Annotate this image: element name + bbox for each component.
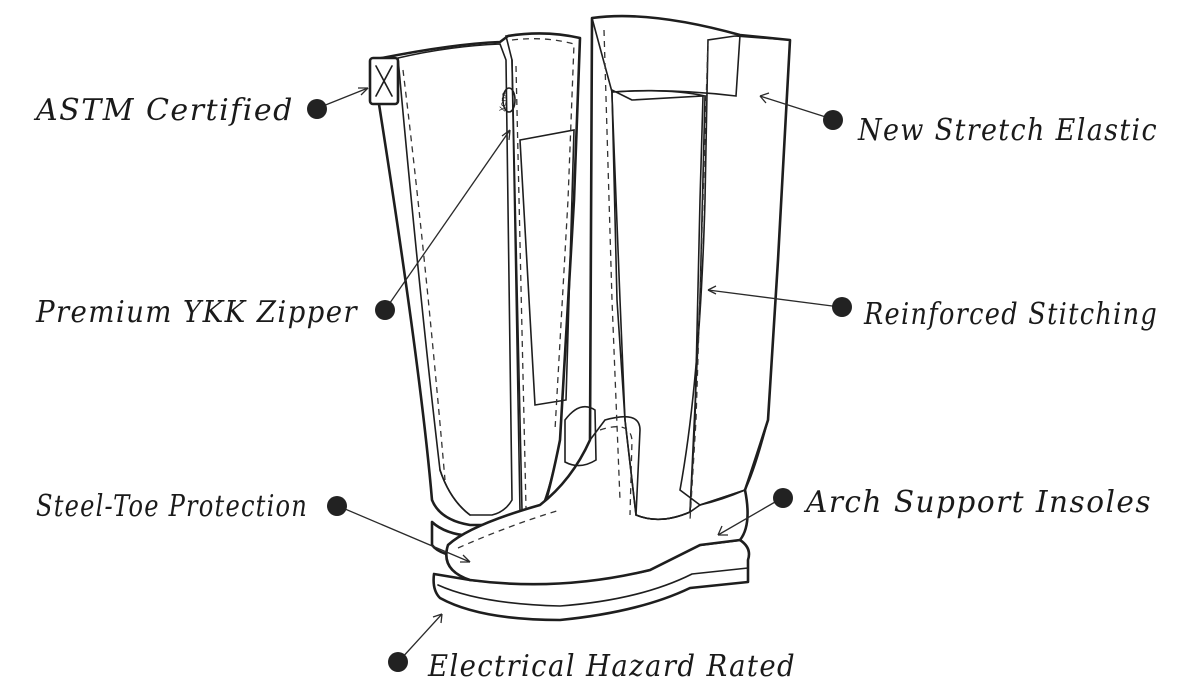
callout-dot-electrical <box>388 652 408 672</box>
arrow-heads <box>358 87 770 624</box>
callout-dot-arch <box>773 488 793 508</box>
label-reinforced-stitching: Reinforced Stitching <box>863 297 1158 332</box>
arrow-head-icon <box>717 525 728 536</box>
leader-elastic <box>759 95 833 120</box>
label-arch-support-insoles: Arch Support Insoles <box>803 485 1152 520</box>
astm-pull-tab <box>368 56 400 106</box>
callout-dot-astm <box>307 99 327 119</box>
callout-dot-steeltoe <box>327 496 347 516</box>
label-new-stretch-elastic: New Stretch Elastic <box>857 113 1158 148</box>
label-premium-ykk-zipper: Premium YKK Zipper <box>35 295 358 330</box>
arrow-head-icon <box>358 87 369 96</box>
label-electrical-hazard-rated: Electrical Hazard Rated <box>427 649 796 684</box>
arrow-head-icon <box>501 129 511 141</box>
leader-steeltoe <box>337 505 471 563</box>
zipper-track <box>511 59 523 511</box>
label-astm-certified: ASTM Certified <box>33 93 294 128</box>
leader-stitching <box>707 289 841 308</box>
callout-dots <box>307 99 852 672</box>
leader-zipper <box>384 129 511 311</box>
callout-dot-zipper <box>375 300 395 320</box>
zipper-pull <box>502 87 516 113</box>
arrow-head-icon <box>707 285 717 295</box>
back-boot-inner-lining <box>519 129 575 406</box>
callout-dot-elastic <box>823 110 843 130</box>
arrow-head-icon <box>759 92 770 104</box>
callout-labels: ASTM Certified Premium YKK Zipper Steel-… <box>33 93 1158 684</box>
callout-dot-stitching <box>832 297 852 317</box>
leader-lines <box>317 87 841 661</box>
front-boot-stitching <box>689 39 709 521</box>
arrow-head-icon <box>432 613 443 624</box>
zipper-logo-text: Xena <box>498 91 509 112</box>
arrow-head-icon <box>460 554 471 563</box>
leader-electrical <box>399 613 443 661</box>
back-boot-heel-counter <box>439 469 471 516</box>
leader-astm <box>317 87 369 109</box>
front-boot-elastic-panel <box>679 35 791 506</box>
zipper-track-teeth <box>515 65 527 509</box>
front-boot-vamp <box>445 415 749 586</box>
ankle-gore <box>564 405 597 467</box>
x-logo-icon <box>375 65 393 97</box>
back-boot-illustration: Xena <box>368 32 582 560</box>
leader-arch <box>717 497 783 536</box>
front-boot-illustration <box>432 14 792 622</box>
label-steel-toe-protection: Steel-Toe Protection <box>36 489 308 524</box>
